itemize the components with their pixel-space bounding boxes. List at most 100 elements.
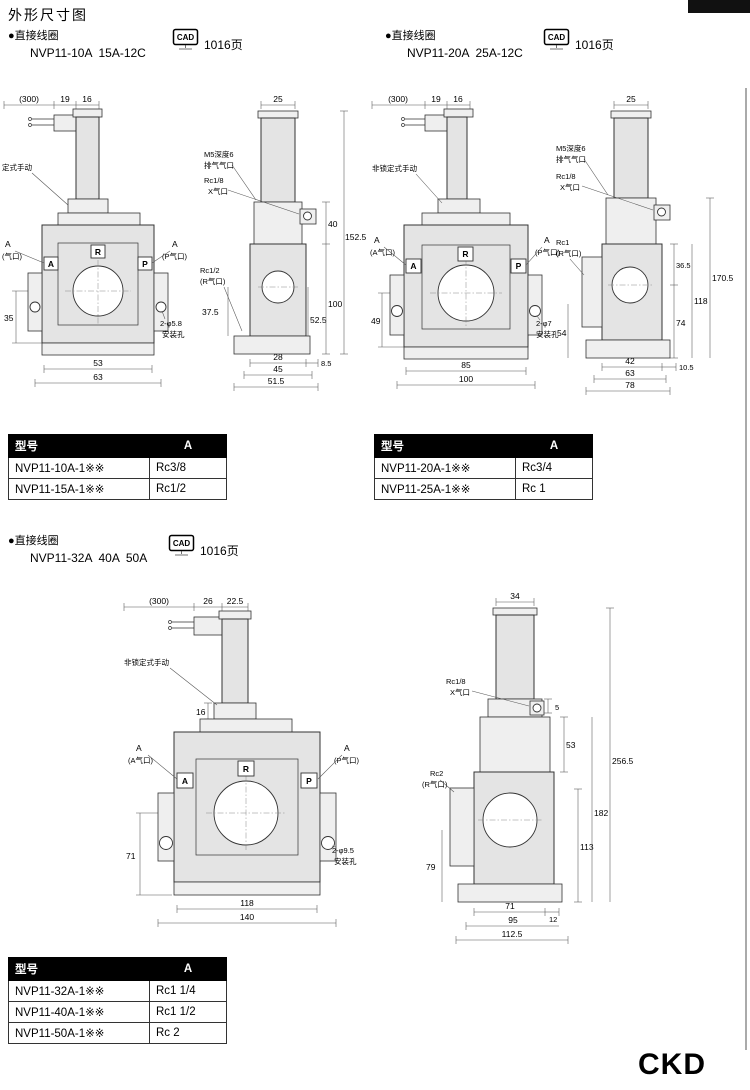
dim-label: 74 — [676, 318, 686, 328]
model-cell: NVP11-32A-1※※ — [8, 980, 150, 1002]
dim-label: 16 — [196, 707, 206, 717]
callout-label: 安装孔 — [536, 329, 559, 339]
dim-label: 19 — [431, 94, 441, 104]
dim-label: 16 — [453, 94, 463, 104]
callout-label: A — [5, 239, 11, 249]
dim-label: 79 — [426, 862, 436, 872]
dim-label: 28 — [273, 352, 283, 362]
dim-label: 26 — [203, 596, 213, 606]
dim-label: 71 — [126, 851, 136, 861]
model-cell: NVP11-40A-1※※ — [8, 1001, 150, 1023]
port-label: P — [306, 776, 312, 786]
dim-label: 53 — [93, 358, 103, 368]
drawing-nvp11-32a-front: (300) 26 22.5 16 71 118 140 — [123, 596, 359, 927]
col-header-a: A — [515, 434, 593, 458]
port-label: A — [182, 776, 188, 786]
callout-label: (R气口) — [422, 779, 448, 789]
table-row: NVP11-50A-1※※ Rc 2 — [8, 1022, 227, 1044]
dimension-lines: 25 52.5 40 100 152.5 37.5 28 8.5 — [202, 94, 367, 391]
spec-table-2-wrap: 型号 A NVP11-20A-1※※ Rc3/4 NVP11-25A-1※※ R… — [374, 434, 593, 500]
dim-label: 10.5 — [679, 363, 694, 372]
callout-label: Rc1/8 — [204, 176, 224, 185]
dim-label: 25 — [273, 94, 283, 104]
cad-icon: CAD — [168, 534, 195, 556]
dim-label: 118 — [694, 296, 708, 306]
valve-side-body — [581, 110, 671, 359]
dim-label: 170.5 — [712, 273, 734, 283]
callout-label: 定式手动 — [2, 162, 32, 172]
col-header-model: 型号 — [8, 434, 150, 458]
callout-label: Rc1/8 — [446, 677, 466, 686]
dim-label: 85 — [461, 360, 471, 370]
col-header-model: 型号 — [8, 957, 150, 981]
callouts: M5深度6 排气气口 Rc1/8 X气口 Rc1/2 (R气口) — [200, 149, 300, 332]
section-bullet-label: ●直接线圈 — [385, 30, 436, 42]
dim-label: 36.5 — [676, 261, 691, 270]
dim-label: 25 — [626, 94, 636, 104]
dim-label: (300) — [149, 596, 169, 606]
cad-page-ref: 1016页 — [575, 38, 614, 52]
callout-label: Rc1 — [556, 238, 569, 247]
dim-label: 112.5 — [502, 929, 523, 939]
port-label: A — [410, 261, 416, 271]
port-markers: A R P — [405, 246, 527, 274]
model-cell: NVP11-50A-1※※ — [8, 1022, 150, 1044]
dim-label: 8.5 — [321, 359, 331, 368]
model-cell: NVP11-15A-1※※ — [8, 478, 150, 500]
table-row: NVP11-10A-1※※ Rc3/8 — [8, 457, 227, 479]
port-label: P — [516, 261, 522, 271]
callout-label: (A气口) — [128, 755, 153, 765]
callout-label: 非锁定式手动 — [372, 163, 417, 173]
callout-label: A — [172, 239, 178, 249]
a-cell: Rc 2 — [149, 1022, 227, 1044]
dim-label: 45 — [273, 364, 283, 374]
callout-label: M5深度6 — [204, 149, 234, 159]
dim-label: 12 — [549, 915, 557, 924]
callouts: 非锁定式手动 A (A气口) A (P气口) 2-φ9.5 安装孔 — [124, 657, 359, 866]
valve-side-body — [449, 607, 563, 903]
callout-label: A — [136, 743, 142, 753]
callout-label: (A气口) — [370, 247, 395, 257]
brand-logo: CKD — [638, 1048, 706, 1081]
dim-label: (300) — [19, 94, 39, 104]
drawing-nvp11-32a-side: 34 5 53 113 182 256.5 79 71 — [422, 591, 634, 944]
dim-label: 34 — [510, 591, 520, 601]
callout-label: 安装孔 — [162, 329, 185, 339]
callout-label: X气口 — [560, 182, 580, 192]
section-header-2: ●直接线圈 NVP11-20A 25A-12C — [385, 27, 523, 60]
callouts: Rc1/8 X气口 Rc2 (R气口) — [422, 677, 530, 793]
dim-label: 40 — [328, 219, 338, 229]
a-cell: Rc1 1/2 — [149, 1001, 227, 1023]
valve-side-body — [233, 110, 317, 355]
callout-label: 2-φ7 — [536, 319, 552, 328]
section-models: NVP11-32A 40A 50A — [30, 551, 148, 565]
dim-label: 49 — [371, 316, 381, 326]
dim-label: 182 — [594, 808, 608, 818]
callout-label: Rc1/2 — [200, 266, 220, 275]
page-title: 外形尺寸图 — [8, 7, 88, 23]
callouts: 定式手动 A (气口) A (P气口) 2-φ5.8 安装孔 — [2, 162, 187, 339]
solenoid-coil — [401, 108, 481, 214]
dim-label: 54 — [557, 328, 567, 338]
dim-label: 52.5 — [310, 315, 327, 325]
a-cell: Rc1/2 — [149, 478, 227, 500]
valve-body — [27, 212, 169, 356]
cad-icon: CAD — [172, 28, 199, 50]
table-row: NVP11-15A-1※※ Rc1/2 — [8, 478, 227, 500]
callout-label: Rc1/8 — [556, 172, 576, 181]
callout-label: 排气气口 — [556, 154, 586, 164]
callout-label: 非锁定式手动 — [124, 657, 169, 667]
model-cell: NVP11-20A-1※※ — [374, 457, 516, 479]
dim-label: 71 — [505, 901, 515, 911]
col-header-a: A — [149, 434, 227, 458]
drawing-nvp11-10a-front: (300) 19 16 35 53 63 — [2, 94, 187, 387]
page-edge-rule — [745, 88, 747, 1050]
dim-label: 51.5 — [268, 376, 285, 386]
dim-label: 118 — [240, 898, 254, 908]
dim-label: 53 — [566, 740, 576, 750]
section-models: NVP11-10A 15A-12C — [30, 46, 146, 60]
spec-table: 型号 A NVP11-32A-1※※ Rc1 1/4 NVP11-40A-1※※… — [8, 957, 227, 1044]
dim-label: 42 — [625, 356, 635, 366]
solenoid-coil — [28, 108, 109, 214]
section-header-1: ●直接线圈 NVP11-10A 15A-12C — [8, 27, 146, 60]
